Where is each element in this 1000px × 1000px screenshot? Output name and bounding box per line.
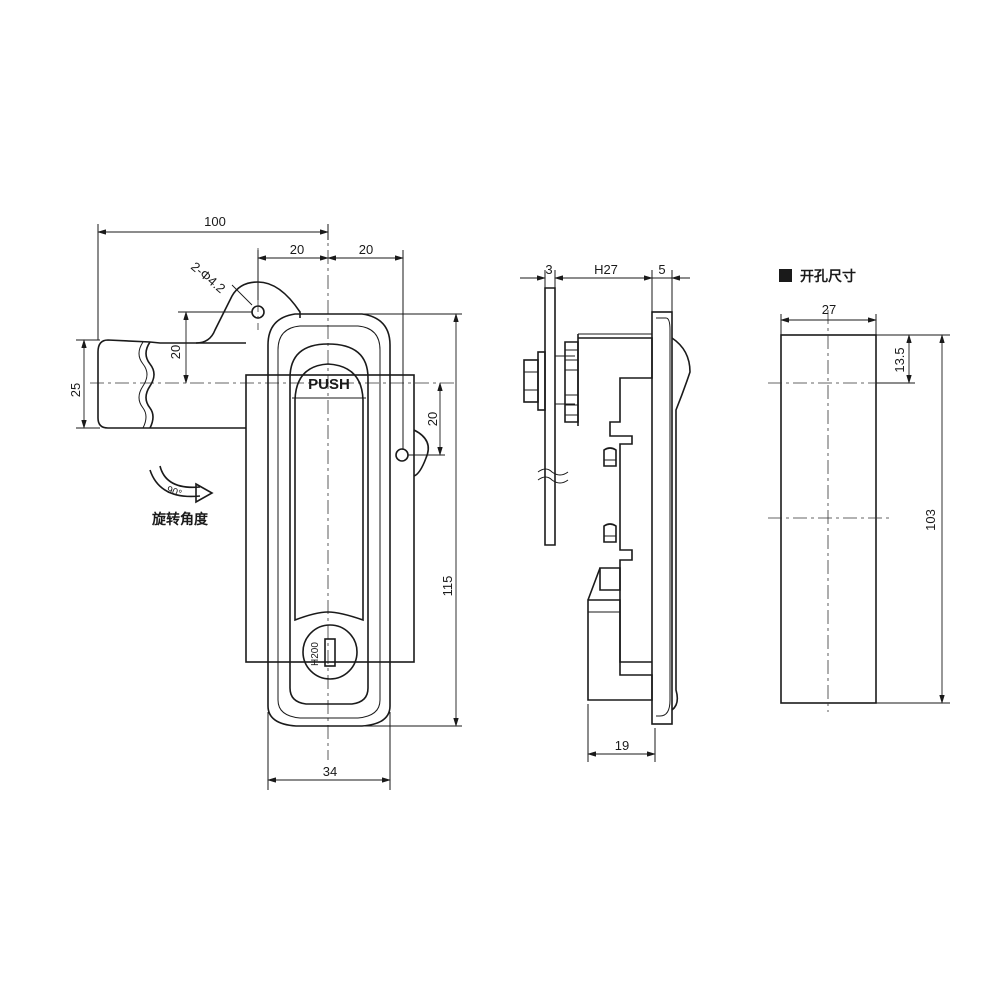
push-protrusion xyxy=(671,337,691,711)
screw-upper xyxy=(603,447,617,467)
rotation-arrow-icon xyxy=(149,465,214,504)
nut xyxy=(523,359,539,403)
cutout-dim-height: 103 xyxy=(923,509,938,531)
key-cylinder xyxy=(302,624,358,680)
rotation-caption: 旋转角度 xyxy=(151,511,209,528)
dim-plate: 3 xyxy=(545,262,552,277)
front-view: PUSH H200 90° 旋转角度 100 20 20 2-Φ4.2 xyxy=(68,214,462,790)
key-code-label: H200 xyxy=(310,642,321,666)
right-ear xyxy=(413,429,430,477)
rotation-angle-label: 90° xyxy=(165,484,183,500)
side-view: 3 H27 5 19 xyxy=(520,262,691,762)
cutout-rectangle xyxy=(780,334,877,704)
cutout-title: 开孔尺寸 xyxy=(800,268,856,285)
side-housing xyxy=(578,337,653,663)
keyhole xyxy=(324,638,336,667)
dim-body-height: 115 xyxy=(440,576,455,597)
dim-handle-offset: 20 xyxy=(168,345,183,359)
dim-handle-height: 25 xyxy=(68,383,83,397)
push-label: PUSH xyxy=(308,376,350,393)
rotating-handle-arm xyxy=(97,281,301,429)
mounting-hole-right xyxy=(395,448,409,462)
back-plate xyxy=(245,374,415,663)
lock-body-recess xyxy=(289,343,369,705)
dim-flange: 5 xyxy=(658,262,665,277)
front-flange xyxy=(651,311,673,725)
mounting-plate xyxy=(544,287,556,546)
cutout-dim-width: 27 xyxy=(822,302,836,317)
screw-lower xyxy=(603,523,617,543)
push-button xyxy=(294,363,364,622)
dim-depth: 19 xyxy=(615,738,629,753)
title-square-icon xyxy=(779,269,792,282)
dim-hole-left: 20 xyxy=(290,242,304,257)
cutout-view: 开孔尺寸 27 13.5 103 xyxy=(768,268,950,712)
lock-body-outer xyxy=(267,313,391,727)
dim-panel: H27 xyxy=(594,262,618,277)
dim-hole-offset-right: 20 xyxy=(425,412,440,426)
cutout-dim-top: 13.5 xyxy=(892,347,907,372)
dim-total-width: 100 xyxy=(204,214,226,229)
dim-hole-right: 20 xyxy=(359,242,373,257)
hole-note: 2-Φ4.2 xyxy=(188,259,228,296)
dim-body-width: 34 xyxy=(323,764,337,779)
